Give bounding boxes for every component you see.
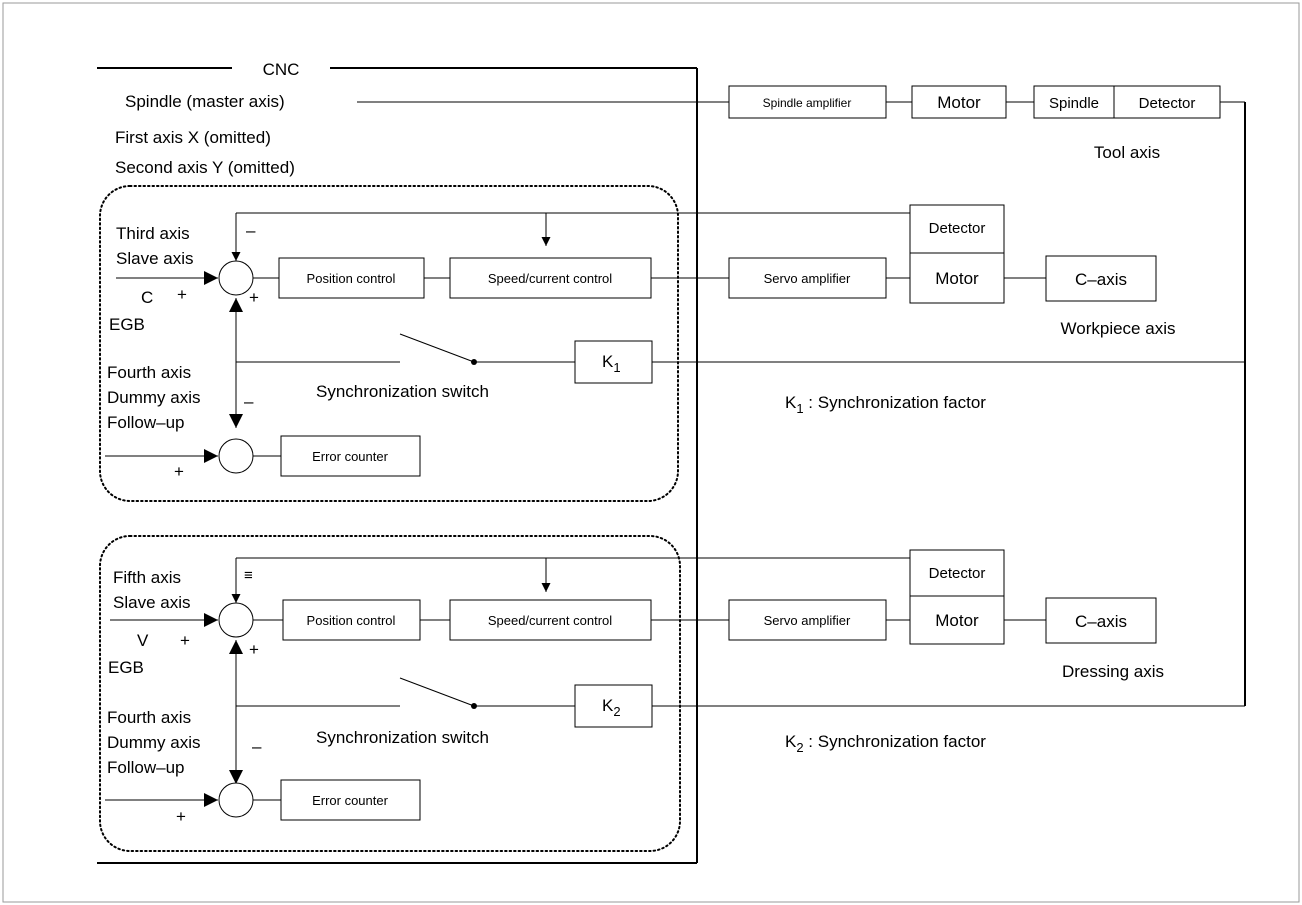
group1-switch-label: Synchronization switch <box>316 382 489 401</box>
group2-factor-label: K2 : Synchronization factor <box>785 732 986 755</box>
group1-motor-label: Motor <box>935 269 979 288</box>
group2-error-counter-label: Error counter <box>312 793 389 808</box>
second-axis-label: Second axis Y (omitted) <box>115 158 295 177</box>
group2-egb-label: EGB <box>108 658 144 677</box>
group1-axis-caption: Workpiece axis <box>1061 319 1176 338</box>
group2-dummy-label-3: Follow–up <box>107 758 185 777</box>
tool-axis-caption: Tool axis <box>1094 143 1160 162</box>
group2-servo-amplifier-label: Servo amplifier <box>764 613 851 628</box>
group1-summing-junction <box>218 260 254 296</box>
group2-position-control-box <box>282 599 421 641</box>
group2-detector-label: Detector <box>929 565 986 582</box>
group2-position-control-label: Position control <box>307 613 396 628</box>
group1-speed-control-box <box>449 257 652 299</box>
spindle-input-label: Spindle (master axis) <box>125 92 285 111</box>
group1-dummy-summing-junction <box>218 438 254 474</box>
group1-sync-switch-blade <box>399 333 475 363</box>
cnc-label: CNC <box>263 60 300 79</box>
spindle-amplifier-label: Spindle amplifier <box>763 96 852 110</box>
group2-dummy-label-1: Fourth axis <box>107 708 191 727</box>
spindle-amplifier-box <box>728 85 887 119</box>
group2-motor-label: Motor <box>935 611 979 630</box>
group1-error-counter-box <box>280 435 421 477</box>
group1-dummy-label-1: Fourth axis <box>107 363 191 382</box>
group2-k-factor-box <box>574 684 653 728</box>
cnc-boundary: CNC <box>97 60 698 864</box>
group2-axis-letter: V <box>137 631 149 650</box>
first-axis-label: First axis X (omitted) <box>115 128 271 147</box>
group2-detector-box <box>909 549 1005 597</box>
group1-speed-control-label: Speed/current control <box>488 271 612 286</box>
group2-motor-box <box>909 595 1005 645</box>
spindle-label: Spindle <box>1049 95 1099 112</box>
group1-detector-box <box>909 204 1005 254</box>
group1-slave-label-2: Slave axis <box>116 249 193 268</box>
group1-k-factor-box <box>574 340 653 384</box>
group1-position-control-label: Position control <box>307 271 396 286</box>
slave-axis-group-1: Third axis Slave axis C EGB – + + Positi… <box>99 185 1245 502</box>
group2-plus-sign-1: + <box>180 631 190 650</box>
group1-feedback-sign: – <box>246 221 256 240</box>
group2-speed-control-label: Speed/current control <box>488 613 612 628</box>
group2-switch-label: Synchronization switch <box>316 728 489 747</box>
group2-speed-control-box <box>449 599 652 641</box>
group1-k-factor-label: K1 <box>602 352 621 375</box>
group1-c-axis-box <box>1045 255 1157 302</box>
group1-servo-amplifier-label: Servo amplifier <box>764 271 851 286</box>
group1-motor-box <box>909 252 1005 304</box>
dotted-region-2 <box>99 535 681 852</box>
spindle-motor-label: Motor <box>937 93 981 112</box>
group1-dummy-minus: – <box>244 392 254 411</box>
group1-plus-sign-1: + <box>177 285 187 304</box>
group2-k-factor-label: K2 <box>602 696 621 719</box>
group2-slave-label-1: Fifth axis <box>113 568 181 587</box>
group2-axis-caption: Dressing axis <box>1062 662 1164 681</box>
slave-axis-group-2: Fifth axis Slave axis V EGB ≡ + + Positi… <box>99 535 1245 852</box>
group2-error-counter-box <box>280 779 421 821</box>
group1-axis-letter: C <box>141 288 153 307</box>
group2-feedback-sign: ≡ <box>244 567 253 584</box>
group1-plus-sign-2: + <box>249 288 259 307</box>
dotted-region-1 <box>99 185 679 502</box>
spindle-chain: Spindle (master axis) Spindle amplifier … <box>125 85 1246 706</box>
group1-c-axis-label: C–axis <box>1075 270 1127 289</box>
group2-c-axis-label: C–axis <box>1075 612 1127 631</box>
group1-egb-label: EGB <box>109 315 145 334</box>
group2-dummy-label-2: Dummy axis <box>107 733 201 752</box>
group2-dummy-plus: + <box>176 807 186 826</box>
group2-plus-sign-2: + <box>249 640 259 659</box>
group1-dummy-label-3: Follow–up <box>107 413 185 432</box>
group1-dummy-plus: + <box>174 462 184 481</box>
group1-dummy-label-2: Dummy axis <box>107 388 201 407</box>
spindle-detector-box <box>1033 85 1221 119</box>
group1-position-control-box <box>278 257 425 299</box>
group1-slave-label-1: Third axis <box>116 224 190 243</box>
group2-dummy-summing-junction <box>218 782 254 818</box>
group2-slave-label-2: Slave axis <box>113 593 190 612</box>
group1-detector-label: Detector <box>929 220 986 237</box>
group2-c-axis-box <box>1045 597 1157 644</box>
group2-summing-junction <box>218 602 254 638</box>
group1-error-counter-label: Error counter <box>312 449 389 464</box>
group1-factor-label: K1 : Synchronization factor <box>785 393 986 416</box>
spindle-detector-label: Detector <box>1139 95 1196 112</box>
group2-sync-switch-blade <box>399 677 475 707</box>
group2-dummy-minus: – <box>252 737 262 756</box>
